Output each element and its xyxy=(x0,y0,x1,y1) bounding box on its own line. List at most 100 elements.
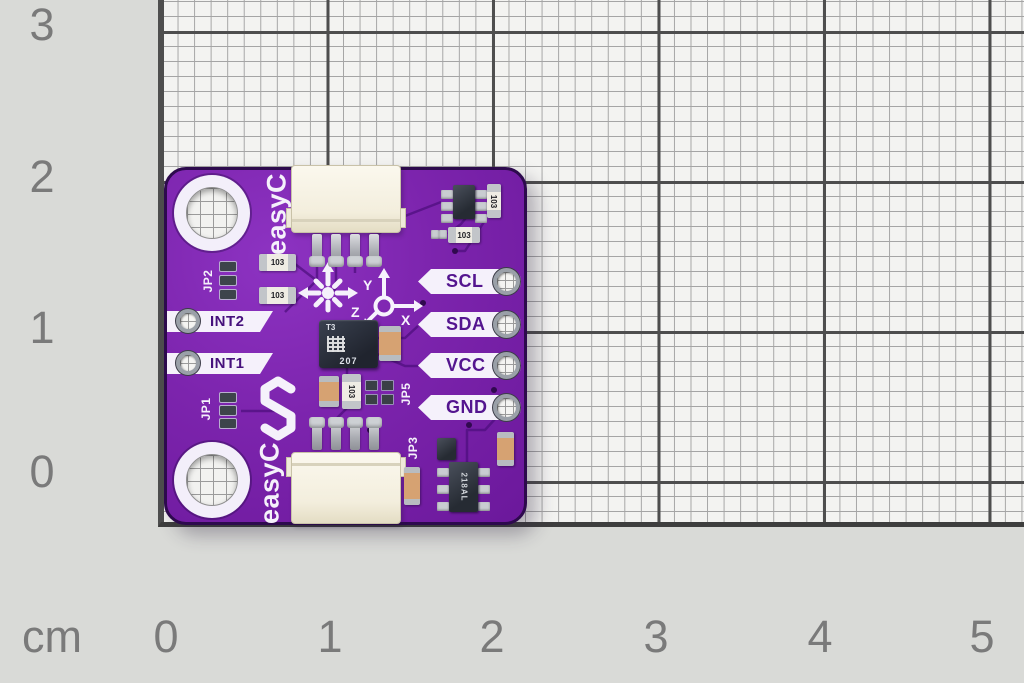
axis-z-label: Z xyxy=(351,304,360,320)
main-sensor-chip: T3 207 xyxy=(319,320,378,368)
jumper-pad xyxy=(381,380,394,391)
capacitor xyxy=(379,326,401,361)
resistor-103: 103 xyxy=(259,287,296,304)
jp3-jumper xyxy=(437,438,456,460)
connector-wing xyxy=(400,208,406,228)
jp2-label: JP2 xyxy=(201,269,215,293)
axis-y-label: Y xyxy=(363,277,373,293)
resistor-code: 103 xyxy=(457,230,471,240)
ruler-x-tick: 3 xyxy=(643,611,669,662)
axis-indicator-icon xyxy=(361,268,423,328)
ruler-unit-label: cm xyxy=(22,611,82,662)
capacitor xyxy=(404,467,420,505)
burst-icon xyxy=(298,262,358,313)
jp3-label: JP3 xyxy=(406,436,420,460)
resistor-103: 103 xyxy=(487,184,501,218)
connector-bottom xyxy=(286,452,406,524)
pcb-board: Y X Z easyC easyC JP2 103 103 xyxy=(164,165,527,525)
easyc-label-top: easyC xyxy=(261,172,292,256)
sda-through-hole xyxy=(493,311,520,338)
connector-seam xyxy=(292,219,400,222)
ruler-y-tick: 2 xyxy=(29,151,55,202)
jumper-pad xyxy=(219,405,237,416)
jumper-pad xyxy=(219,392,237,403)
ruler-x-tick: 1 xyxy=(317,611,343,662)
regulator-chip: 218AL xyxy=(449,462,478,512)
chip-datamatrix xyxy=(327,336,345,352)
ic-leg xyxy=(478,502,490,511)
ic-leg xyxy=(475,214,487,223)
ic-leg xyxy=(441,190,453,199)
ic-leg xyxy=(478,485,490,494)
connector-pin xyxy=(347,234,363,267)
connector-top xyxy=(286,165,406,233)
capacitor xyxy=(319,376,339,407)
ic-leg xyxy=(437,485,449,494)
connector-seam xyxy=(292,463,400,466)
jp5-label: JP5 xyxy=(399,382,413,406)
mounting-hole-bore xyxy=(186,454,238,506)
resistor-code: 103 xyxy=(346,384,356,399)
connector-pin xyxy=(328,234,344,267)
pad xyxy=(439,230,447,239)
jumper-pad xyxy=(219,289,237,300)
connector-pin xyxy=(347,417,363,450)
jumper-pad xyxy=(219,418,237,429)
connector-wing xyxy=(286,208,292,228)
resistor-103: 103 xyxy=(342,374,361,409)
resistor-103: 103 xyxy=(259,254,296,271)
gnd-label: GND xyxy=(446,397,488,417)
jumper-pad xyxy=(365,380,378,391)
scl-label: SCL xyxy=(446,271,484,291)
int1-through-hole xyxy=(176,351,200,375)
int2-label: INT2 xyxy=(210,313,245,330)
jumper-pad xyxy=(219,275,237,286)
chip-marking-line2: 207 xyxy=(339,356,358,366)
ic-leg xyxy=(441,214,453,223)
ruler-y-tick: 3 xyxy=(29,0,55,50)
ic-leg xyxy=(441,202,453,211)
ic-leg xyxy=(437,468,449,477)
resistor-code: 103 xyxy=(270,258,285,267)
int2-through-hole xyxy=(176,309,200,333)
ic-leg xyxy=(475,190,487,199)
gnd-through-hole xyxy=(493,394,520,421)
ruler-x-tick: 5 xyxy=(969,611,995,662)
easyc-label-bottom: easyC xyxy=(254,441,285,525)
ic-leg xyxy=(478,468,490,477)
scl-through-hole xyxy=(493,268,520,295)
soldered-logo-icon xyxy=(260,376,296,441)
vcc-label: VCC xyxy=(446,355,486,375)
connector-wing xyxy=(286,457,292,477)
ruler-x-tick: 0 xyxy=(153,611,179,662)
connector-pin xyxy=(328,417,344,450)
chip-marking-line1: T3 xyxy=(326,323,336,332)
resistor-code: 103 xyxy=(489,194,499,208)
vcc-through-hole xyxy=(493,352,520,379)
connector-pin xyxy=(309,417,325,450)
jumper-pad xyxy=(219,261,237,272)
ruler-x-tick: 4 xyxy=(807,611,833,662)
ruler-y-tick: 1 xyxy=(29,302,55,353)
capacitor xyxy=(497,432,514,466)
resistor-103: 103 xyxy=(448,227,480,243)
ic-leg xyxy=(437,502,449,511)
ruler-y-tick: 0 xyxy=(29,446,55,497)
jumper-pad xyxy=(381,394,394,405)
connector-pin xyxy=(309,234,325,267)
ic-leg xyxy=(475,202,487,211)
connector-pin xyxy=(366,234,382,267)
jumper-pad xyxy=(365,394,378,405)
axis-x-label: X xyxy=(401,312,411,328)
regulator-marking: 218AL xyxy=(459,472,468,502)
jp1-label: JP1 xyxy=(199,397,213,421)
int1-label: INT1 xyxy=(210,355,245,372)
mounting-hole-top-left xyxy=(174,175,250,251)
ruler-x-tick: 2 xyxy=(479,611,505,662)
connector-pin xyxy=(366,417,382,450)
sda-label: SDA xyxy=(446,314,486,334)
mounting-hole-bottom-left xyxy=(174,442,250,518)
pad xyxy=(431,230,439,239)
mounting-hole-bore xyxy=(186,187,238,239)
